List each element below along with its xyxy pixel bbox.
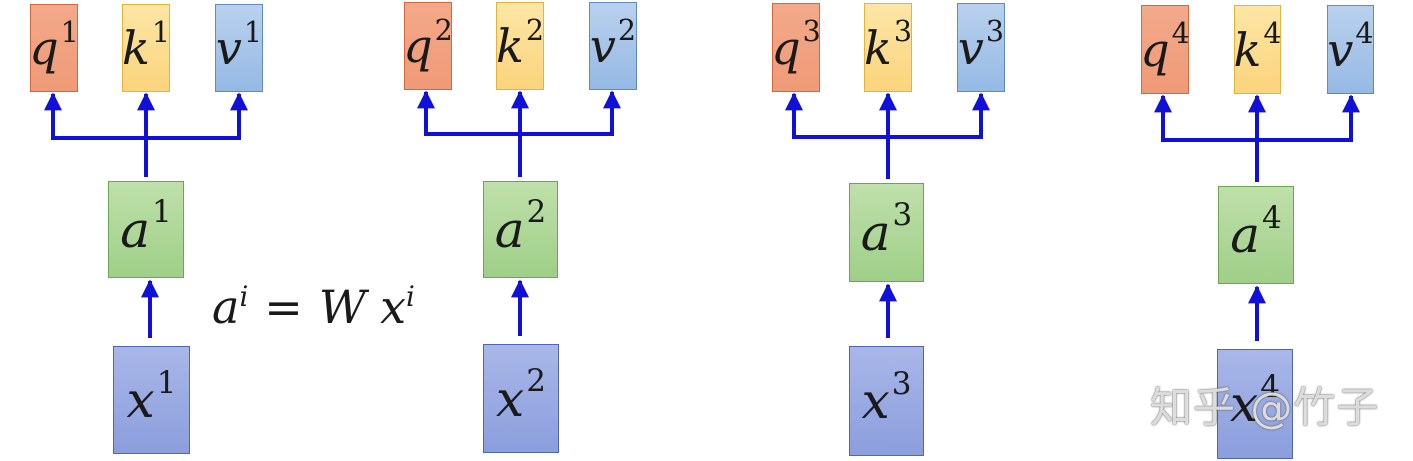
formula-lhs: a xyxy=(212,280,240,334)
watermark: 知乎 @竹子 xyxy=(1150,383,1380,432)
formula-weight: W xyxy=(318,280,367,334)
formula-lhs-sup: i xyxy=(239,280,249,314)
formula-equals: = xyxy=(264,280,303,334)
formula-rhs-sup: i xyxy=(406,280,415,314)
formula-x: x xyxy=(380,280,407,334)
